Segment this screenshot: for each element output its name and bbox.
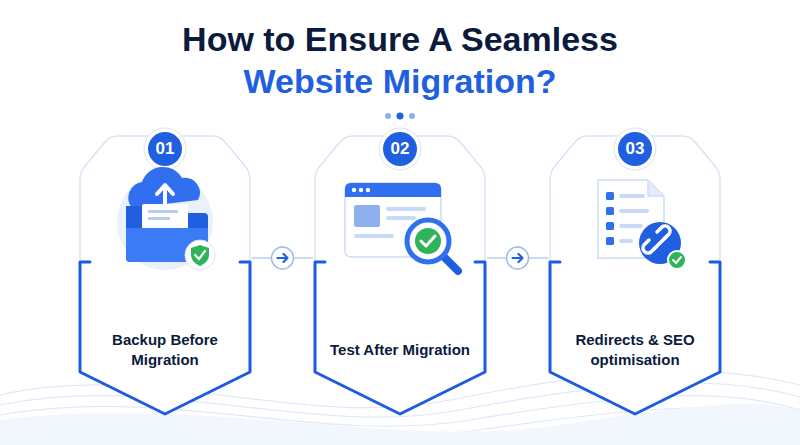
card-body (315, 136, 485, 414)
card-outline (80, 128, 250, 418)
diagram-title: How to Ensure A Seamless Website Migrati… (160, 18, 640, 102)
card-body (550, 136, 720, 414)
connector-group (487, 247, 548, 269)
card-outline (550, 128, 720, 418)
step-number: 03 (550, 138, 720, 160)
step-label: Test After Migration (330, 340, 470, 360)
card-accent-border (315, 262, 485, 414)
card-outline (315, 128, 485, 418)
card-accent-border (80, 262, 250, 414)
title-dots (385, 113, 415, 120)
connector-bubble (507, 247, 529, 269)
card-body (80, 136, 250, 414)
step-card: 02Test After Migration (315, 128, 485, 418)
step-label: Backup Before Migration (95, 330, 235, 370)
step-label: Redirects & SEO optimisation (565, 330, 705, 370)
arrow-head (278, 254, 288, 262)
step-number: 01 (80, 138, 250, 160)
step-number: 02 (315, 138, 485, 160)
connector-group (252, 247, 313, 269)
card-accent-border (550, 262, 720, 414)
arrow-head (513, 254, 523, 262)
connector-bubble (272, 247, 294, 269)
step-card: 01Backup Before Migration (80, 128, 250, 418)
step-card: 03Redirects & SEO optimisation (550, 128, 720, 418)
